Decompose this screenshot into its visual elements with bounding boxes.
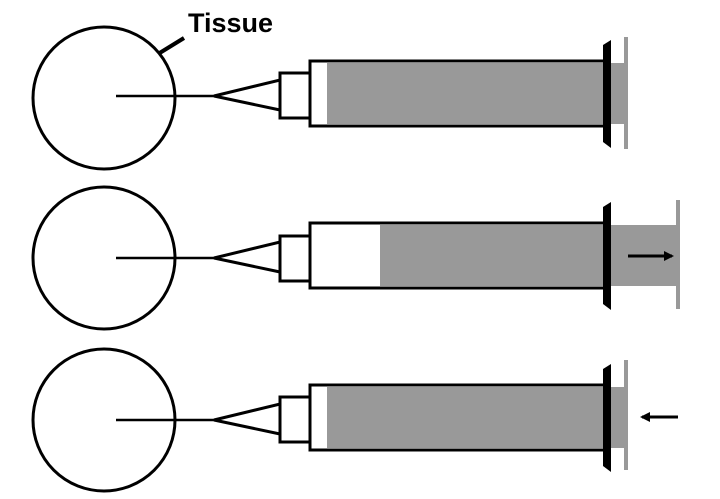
syringe-flange [603, 202, 611, 310]
panel-3 [31, 347, 678, 493]
needle-hub [213, 402, 282, 436]
needle-hub [213, 240, 282, 274]
syringe-tip [278, 395, 312, 444]
syringe-flange [603, 40, 611, 148]
tissue-label: Tissue [188, 8, 273, 38]
syringe-fluid [327, 387, 627, 448]
syringe-fluid [327, 63, 627, 124]
syringe-tip [278, 71, 312, 120]
syringe-fluid [380, 225, 676, 286]
panel-1 [31, 25, 628, 171]
syringe-flange [603, 364, 611, 472]
tissue-circle [31, 25, 177, 171]
panel-2 [31, 185, 680, 331]
syringe-tip [278, 234, 312, 283]
needle-hub [213, 78, 282, 112]
